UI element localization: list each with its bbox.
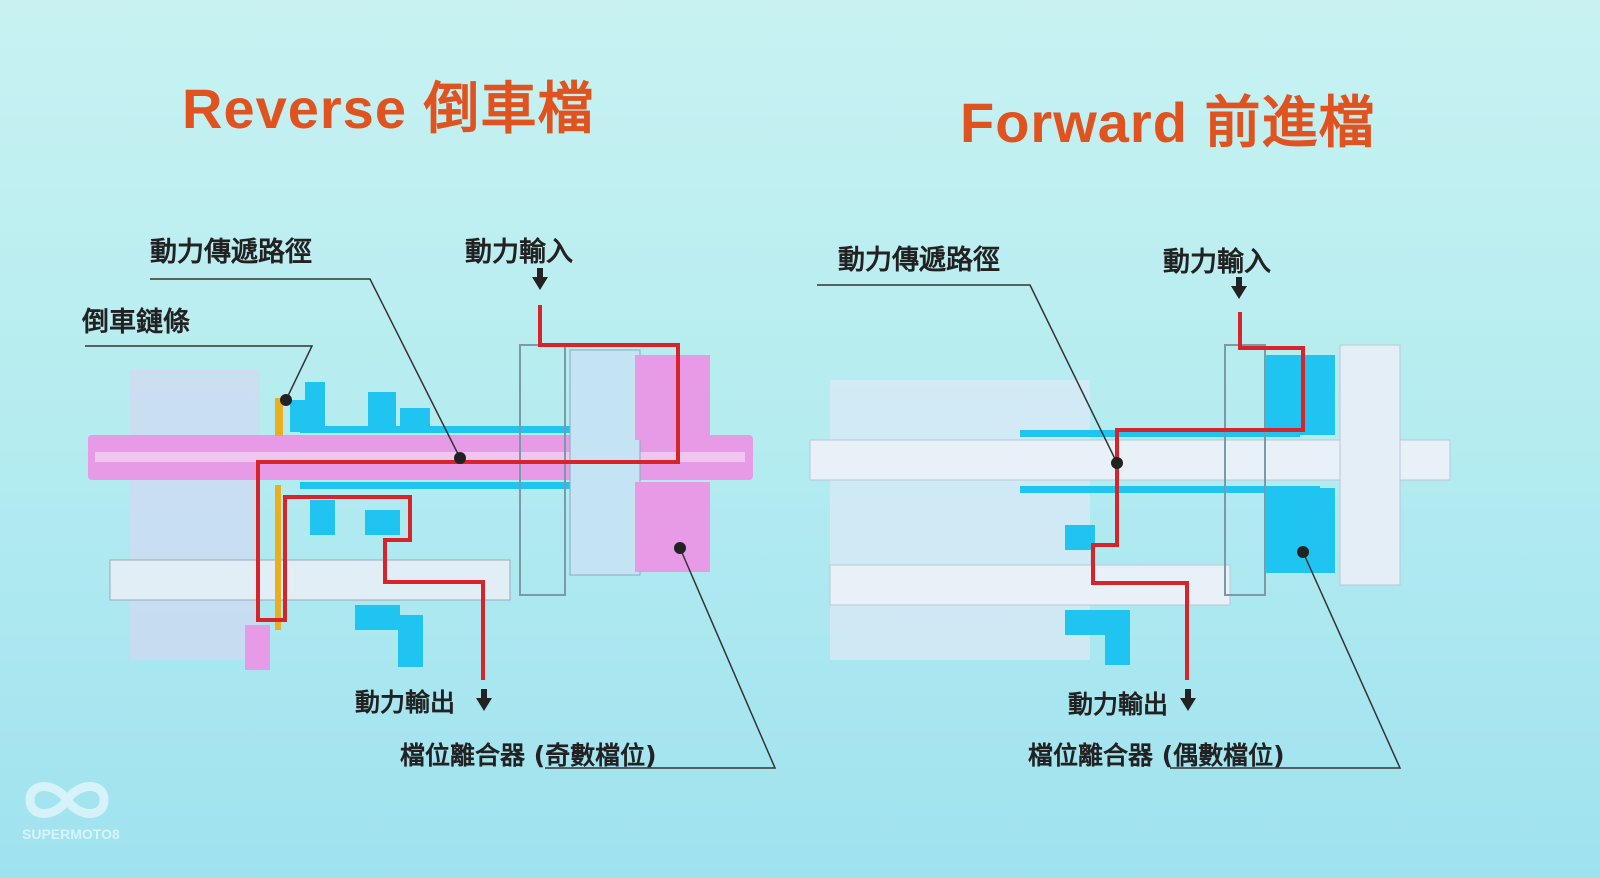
- even-clutch: [1265, 488, 1335, 573]
- reverse-gear: [245, 625, 270, 670]
- gear: [355, 605, 400, 630]
- arrow-down-icon-stem: [1185, 689, 1191, 699]
- gear: [1065, 525, 1095, 550]
- arrow-down-icon: [1180, 698, 1196, 711]
- leader-dot: [280, 394, 292, 406]
- leader-line-power-path: [150, 278, 461, 459]
- leader-dot: [1111, 457, 1123, 469]
- reverse-power-output-label: 動力輸出: [355, 688, 456, 717]
- clutch-housing: [1339, 344, 1401, 586]
- reverse-title: Reverse 倒車檔: [182, 77, 595, 140]
- forward-clutch-label: 檔位離合器 (偶數檔位): [1028, 741, 1285, 770]
- bearing-housing: [1224, 344, 1266, 596]
- arrow-down-icon: [1231, 286, 1247, 299]
- watermark-text: SUPERMOTO8: [22, 826, 120, 842]
- leader-line-power-path: [817, 284, 1118, 464]
- gear-sleeve: [1020, 430, 1300, 437]
- reverse-chain-label: 倒車鏈條: [82, 307, 190, 338]
- infinity-logo-icon: [25, 782, 109, 818]
- gear: [368, 392, 396, 430]
- forward-diagram: [809, 277, 1451, 769]
- gear: [398, 615, 423, 667]
- input-shaft-bore: [95, 452, 745, 462]
- odd-clutch: [635, 355, 710, 440]
- even-clutch: [1265, 355, 1335, 435]
- power-path-forward: [1091, 312, 1305, 680]
- gear: [1105, 620, 1130, 665]
- leader-dot: [1297, 546, 1309, 558]
- reverse-chain-part: [275, 485, 281, 630]
- arrow-down-icon-stem: [481, 689, 487, 699]
- gear: [310, 500, 335, 535]
- forward-power-input-label: 動力輸入: [1163, 247, 1271, 278]
- leader-dot: [674, 542, 686, 554]
- reverse-power-input-label: 動力輸入: [465, 237, 573, 268]
- gear-sleeve: [300, 482, 640, 489]
- leader-line-reverse-chain: [85, 345, 314, 401]
- leader-line-clutch: [1170, 551, 1402, 769]
- gear: [365, 510, 400, 535]
- odd-clutch: [635, 482, 710, 572]
- reverse-diagram: [85, 268, 777, 769]
- faded-gears-left: [130, 370, 260, 660]
- forward-title: Forward 前進檔: [960, 91, 1376, 154]
- gear-sleeve: [300, 426, 640, 433]
- reverse-chain-part: [275, 398, 283, 436]
- watermark-logo: [25, 782, 109, 818]
- arrow-down-icon: [532, 277, 548, 290]
- leader-dot: [454, 452, 466, 464]
- reverse-power-path-label: 動力傳遞路徑: [150, 237, 312, 268]
- faded-gears: [830, 380, 1090, 660]
- arrow-down-icon-stem: [1236, 277, 1242, 287]
- leader-line-clutch: [545, 547, 777, 769]
- power-path-reverse: [256, 305, 680, 680]
- arrow-down-icon-stem: [537, 268, 543, 278]
- gear-sleeve: [1020, 486, 1320, 493]
- forward-power-output-label: 動力輸出: [1068, 690, 1169, 719]
- arrow-down-icon: [476, 698, 492, 711]
- reverse-clutch-label: 檔位離合器 (奇數檔位): [400, 741, 657, 770]
- forward-power-path-label: 動力傳遞路徑: [838, 245, 1000, 276]
